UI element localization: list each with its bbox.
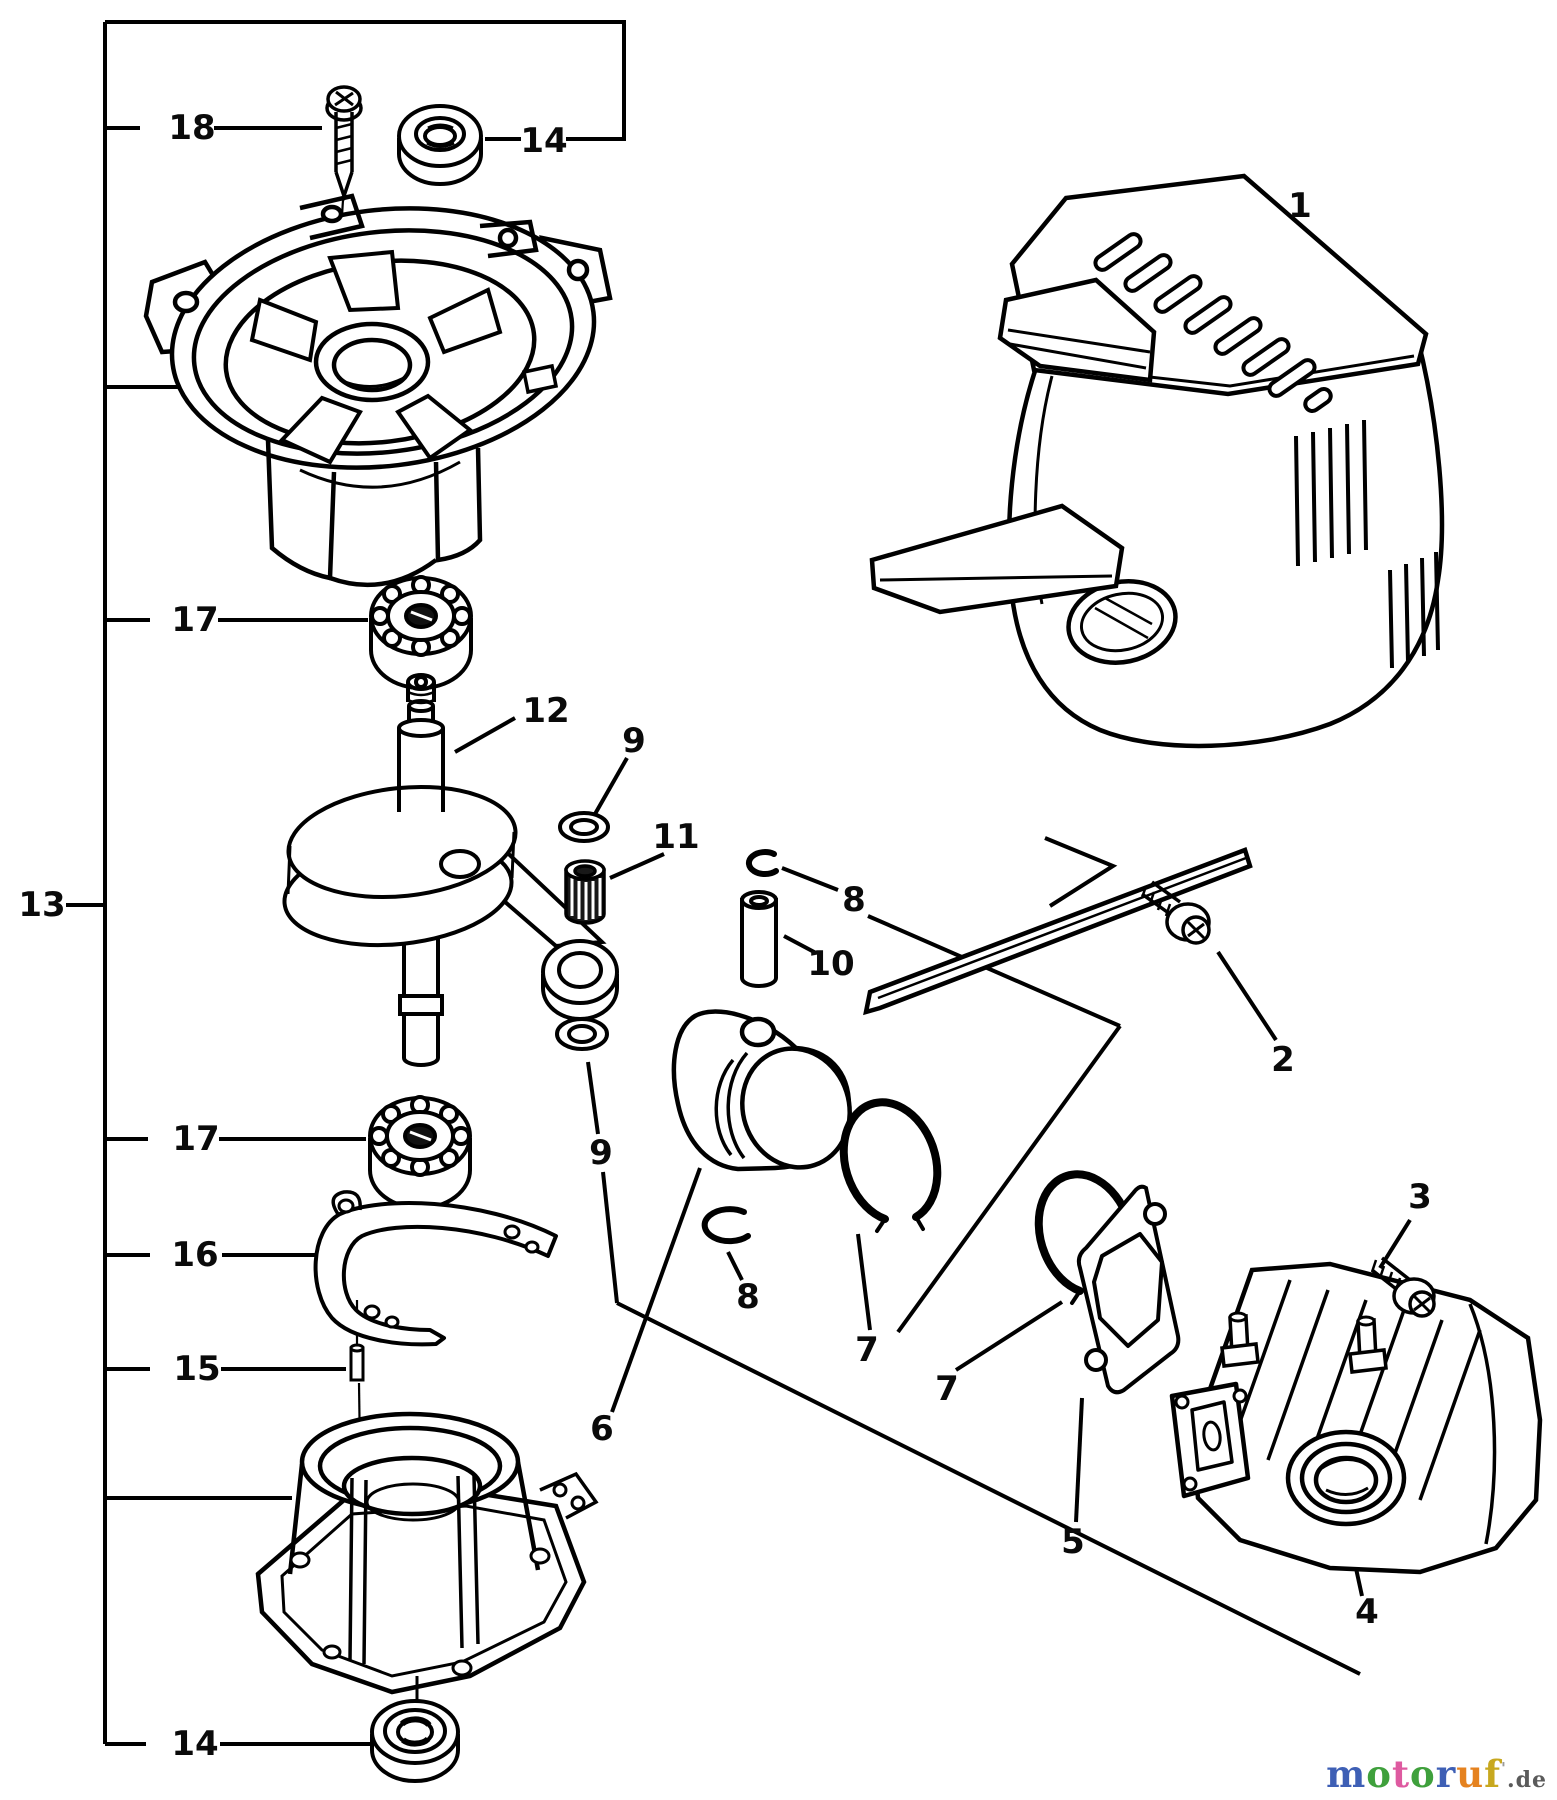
cylinder-4-drawing <box>1169 1261 1543 1575</box>
part-label-3: 3 <box>1408 1177 1432 1217</box>
part-label-11: 11 <box>652 817 700 857</box>
bolt-2-drawing <box>1140 880 1211 945</box>
logo-letter: o <box>1366 1752 1392 1796</box>
dowel-pin-15-drawing <box>349 1343 365 1382</box>
logo-letter: t <box>1391 1752 1411 1796</box>
part-label-5: 5 <box>1061 1522 1085 1562</box>
cylinder-gasket-5-drawing <box>1076 1184 1181 1395</box>
logo-letter: f <box>1484 1752 1502 1796</box>
part-label-4: 4 <box>1355 1592 1379 1632</box>
washer-9-upper-drawing <box>558 811 610 843</box>
part-label-16: 16 <box>171 1235 219 1275</box>
part-label-12: 12 <box>522 691 570 731</box>
piston-pin-10-drawing <box>740 890 778 988</box>
part-label-15: 15 <box>173 1349 221 1389</box>
part-label-18: 18 <box>168 108 216 148</box>
part-label-7-first: 7 <box>855 1330 879 1370</box>
bearing-17-lower-drawing <box>368 1095 472 1210</box>
part-label-14-bottom: 14 <box>171 1724 219 1764</box>
logo-letter: r <box>1435 1752 1457 1796</box>
logo-letter: u <box>1456 1752 1485 1796</box>
callout-lines <box>66 20 1412 1746</box>
crankcase-gasket-16-drawing <box>313 1190 558 1347</box>
part-label-14-top: 14 <box>520 121 568 161</box>
crankcase-pto-housing-drawing <box>255 1411 599 1700</box>
part-label-10: 10 <box>807 944 855 984</box>
part-label-2: 2 <box>1271 1040 1295 1080</box>
logo-tick: ' <box>1501 1758 1507 1778</box>
part-label-8-upper: 8 <box>842 880 866 920</box>
part-label-8-lower: 8 <box>736 1277 760 1317</box>
motoruf-watermark-logo[interactable]: motoruf'.de <box>1326 1752 1547 1796</box>
piston-ring-7-first-drawing <box>839 1098 942 1233</box>
bearing-17-upper-drawing <box>369 575 473 690</box>
seal-14-top-drawing <box>397 104 483 186</box>
washer-9-lower-drawing <box>555 1017 609 1051</box>
bolt-18-drawing <box>325 85 363 202</box>
part-label-7-second: 7 <box>935 1369 959 1409</box>
part-label-9-upper: 9 <box>622 721 646 761</box>
logo-suffix: .de <box>1506 1767 1547 1793</box>
part-label-9-lower: 9 <box>589 1133 613 1173</box>
part-label-17-upper: 17 <box>171 600 219 640</box>
crankcase-fan-housing-drawing <box>143 193 613 588</box>
engine-cover-1-drawing <box>863 173 1445 1016</box>
logo-letter: m <box>1326 1752 1367 1796</box>
needle-bearing-11-drawing <box>564 859 606 925</box>
seal-14-bottom-drawing <box>370 1699 460 1783</box>
part-label-17-lower: 17 <box>172 1119 220 1159</box>
piston-6-drawing <box>671 1009 852 1172</box>
part-label-6: 6 <box>590 1409 614 1449</box>
logo-letter: o <box>1410 1752 1436 1796</box>
part-label-13: 13 <box>18 885 66 925</box>
snap-ring-8-lower-drawing <box>701 1206 751 1245</box>
bolt-3-drawing <box>1370 1256 1436 1318</box>
part-label-1: 1 <box>1288 186 1312 226</box>
snap-ring-8-upper-drawing <box>745 849 779 878</box>
crankshaft-12-drawing <box>282 673 619 1067</box>
